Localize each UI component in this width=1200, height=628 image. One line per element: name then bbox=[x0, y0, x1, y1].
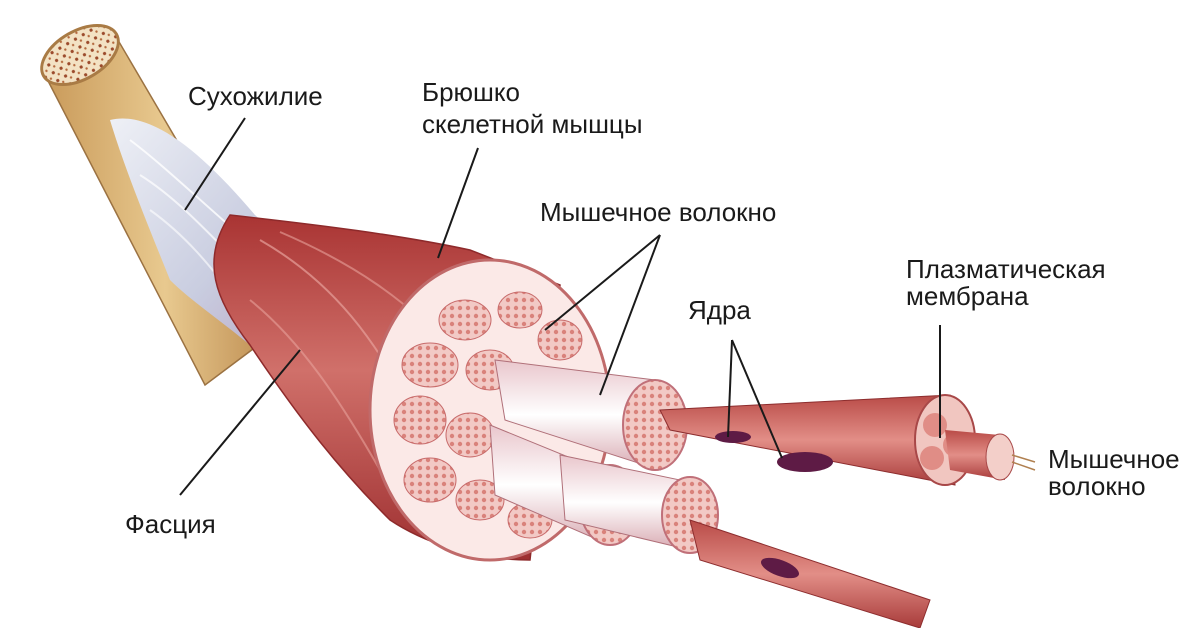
label-belly-line2: скелетной мышцы bbox=[422, 109, 643, 139]
single-fiber-lower bbox=[689, 519, 931, 628]
fascicles bbox=[393, 291, 583, 539]
fiber-bundles bbox=[489, 359, 719, 554]
label-plasma-line2: мембрана bbox=[906, 281, 1029, 311]
nuclei bbox=[715, 431, 833, 472]
label-fascia: Фасция bbox=[125, 509, 216, 539]
label-belly-line1: Брюшко bbox=[422, 77, 521, 107]
label-fiber-right-line1: Мышечное bbox=[1048, 444, 1180, 474]
label-fiber-right-line2: волокно bbox=[1048, 471, 1146, 501]
label-muscle-fiber-top: Мышечное волокно bbox=[540, 197, 777, 227]
label-tendon: Сухожилие bbox=[188, 81, 323, 111]
label-nuclei: Ядра bbox=[688, 295, 751, 325]
label-plasma-line1: Плазматическая bbox=[906, 254, 1106, 284]
leader-lines bbox=[179, 117, 941, 496]
single-fiber-right bbox=[659, 394, 1036, 486]
